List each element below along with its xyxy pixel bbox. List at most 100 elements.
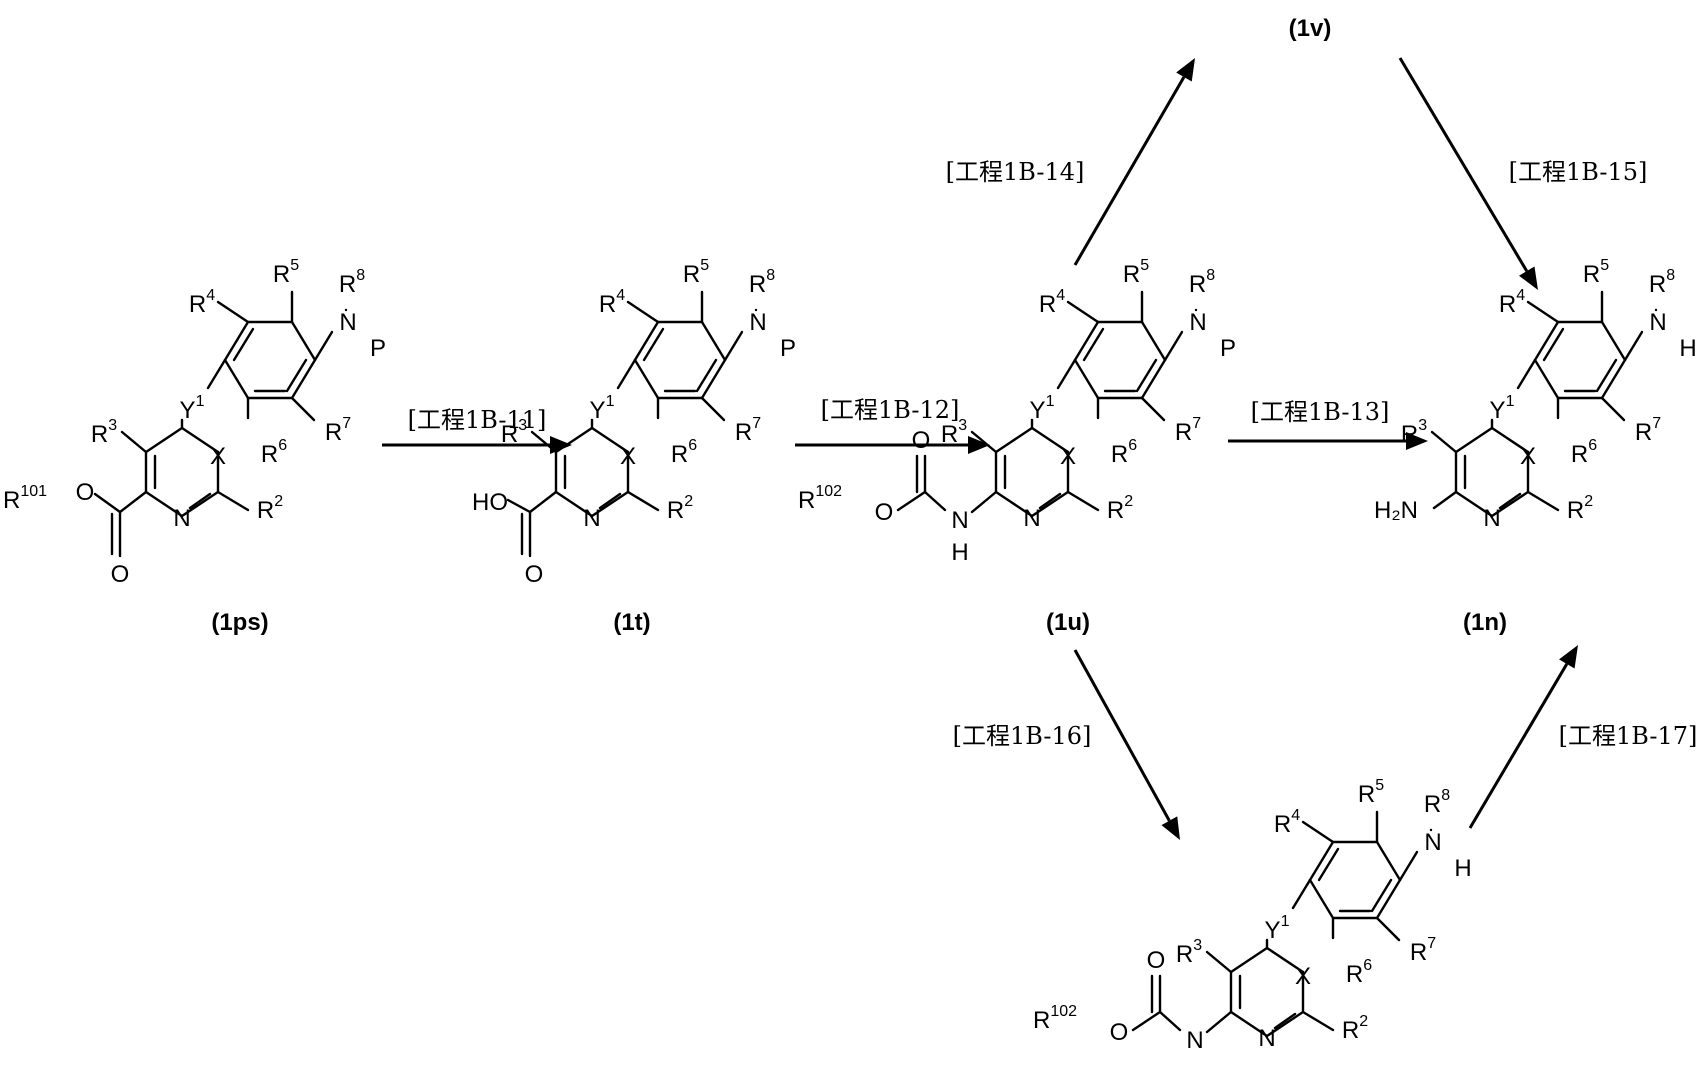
r5-label: R5 (1358, 777, 1384, 808)
bond (1372, 880, 1391, 911)
r101-label: R101 (3, 483, 47, 514)
bond (898, 492, 925, 510)
arrow-step-14-shaft (1075, 77, 1184, 265)
bond (1544, 329, 1563, 360)
nitrogen-label: N (1424, 829, 1441, 856)
y1-label: Y1 (180, 393, 205, 424)
compound-1n: R4R5NR8HR7R6Y1XNR2R3H₂N (1374, 257, 1697, 532)
bond (287, 360, 306, 391)
bond (628, 302, 658, 322)
bond (1058, 360, 1075, 388)
bond (1142, 322, 1165, 360)
bond (1293, 880, 1310, 908)
bond (1432, 432, 1456, 452)
compound-label-1ps: (1ps) (211, 609, 268, 636)
compound-label-1t: (1t) (613, 609, 650, 636)
r7-label: R7 (1410, 935, 1436, 966)
arrow-step-17-head (1559, 645, 1578, 669)
carbonyl-oxygen: O (111, 561, 130, 588)
bond (190, 494, 210, 508)
r8-label: R8 (1189, 267, 1215, 298)
r8-label: R8 (749, 267, 775, 298)
r6-label: R6 (261, 437, 287, 468)
r8-label: R8 (1649, 267, 1675, 298)
bond (1160, 1012, 1180, 1030)
bond (292, 322, 315, 360)
bond (600, 494, 620, 508)
r4-label: R4 (1274, 807, 1300, 838)
arrow-step-13 (1228, 432, 1428, 450)
carbonyl-oxygen: O (525, 561, 544, 588)
bond (635, 360, 658, 398)
x-label: X (1295, 963, 1311, 990)
r7-label: R7 (1175, 415, 1201, 446)
hydroxyl-label: HO (472, 489, 508, 516)
r7-label: R7 (325, 415, 351, 446)
bond (996, 428, 1032, 452)
ester-oxygen: O (76, 479, 95, 506)
nitrogen-label: N (1649, 309, 1666, 336)
bond (146, 428, 182, 452)
protecting-group-label: P (780, 335, 796, 362)
r3-label: R3 (91, 417, 117, 448)
r7-label: R7 (1635, 415, 1661, 446)
bond (972, 492, 996, 512)
bond (508, 500, 530, 512)
compound-bottom: R4R5NR8HR7R6Y1XNR2R3NOOR102 (1033, 777, 1472, 1054)
bond (1207, 1012, 1231, 1032)
amide-nitrogen: N (951, 507, 968, 534)
bond (1310, 880, 1333, 918)
bond (530, 492, 556, 512)
bond (1456, 428, 1492, 452)
r3-label: R3 (1176, 937, 1202, 968)
bond (1142, 398, 1164, 420)
bond (1303, 1012, 1333, 1030)
r4-label: R4 (599, 287, 625, 318)
ring-nitrogen-label: N (1483, 505, 1500, 532)
bond (1040, 494, 1060, 508)
arrow-step-17-shaft (1470, 664, 1567, 828)
bond (1377, 918, 1399, 940)
bond (1084, 329, 1103, 360)
r6-label: R6 (671, 437, 697, 468)
nitrogen-label: N (339, 309, 356, 336)
arrow-step-11 (382, 436, 572, 454)
compound-label-1v: (1v) (1289, 15, 1332, 42)
bond (644, 329, 663, 360)
x-label: X (620, 443, 636, 470)
step-label-s17: [工程1B-17] (1559, 722, 1698, 750)
ring-nitrogen-label: N (583, 505, 600, 532)
bond (1137, 360, 1156, 391)
arrow-step-16-head (1161, 816, 1180, 840)
r4-label: R4 (189, 287, 215, 318)
bond (1518, 360, 1535, 388)
ring-nitrogen-label: N (173, 505, 190, 532)
bond (1535, 360, 1558, 398)
r7-label: R7 (735, 415, 761, 446)
step-label-s12: [工程1B-12] (821, 396, 960, 424)
bond (1377, 842, 1400, 880)
x-label: X (1520, 443, 1536, 470)
compound-1ps: R4R5NR8PR7R6Y1XNR2R3OOR101 (3, 257, 386, 588)
bond (1434, 492, 1456, 508)
bond (618, 360, 635, 388)
y1-label: Y1 (590, 393, 615, 424)
step-label-s11: [工程1B-11] (408, 406, 547, 434)
bond (120, 492, 146, 512)
ester-oxygen: O (875, 499, 894, 526)
step-label-s15: [工程1B-15] (1509, 158, 1648, 186)
carbonyl-oxygen: O (1147, 947, 1166, 974)
bond (1231, 948, 1267, 972)
bond (95, 494, 120, 512)
step-label-s13: [工程1B-13] (1251, 398, 1390, 426)
carbonyl-oxygen: O (912, 427, 931, 454)
r102-label: R102 (798, 483, 842, 514)
bond (218, 302, 248, 322)
r5-label: R5 (1583, 257, 1609, 288)
arrow-step-12 (795, 436, 990, 454)
protecting-group-label: P (1220, 335, 1236, 362)
r6-label: R6 (1346, 957, 1372, 988)
bond (1275, 1014, 1295, 1028)
bond (1602, 322, 1625, 360)
